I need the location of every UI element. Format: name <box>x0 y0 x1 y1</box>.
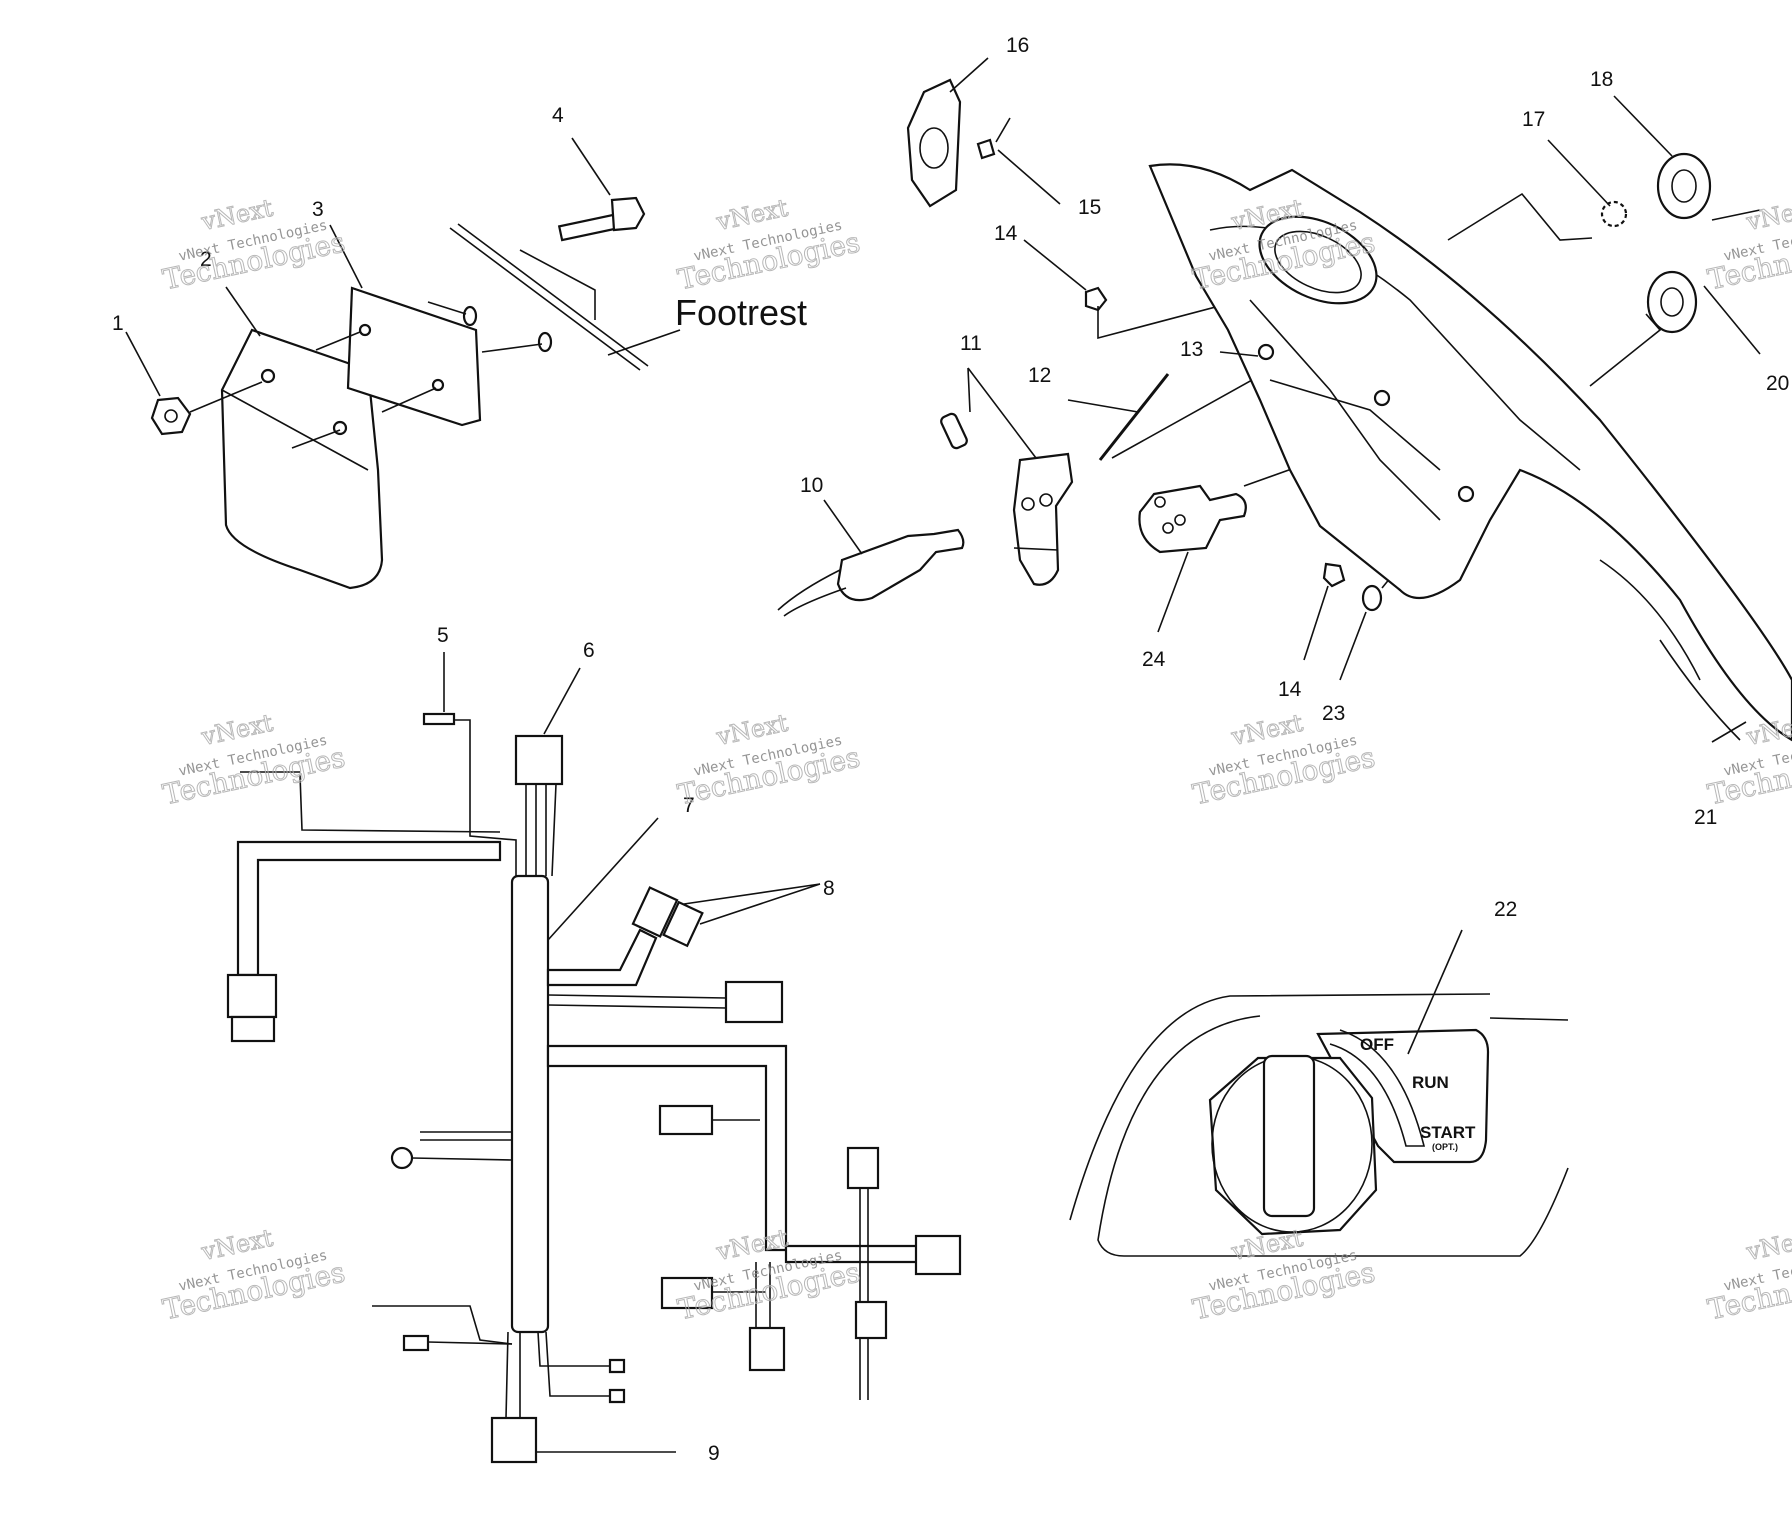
part-18-grommet <box>1656 152 1712 220</box>
callout-15: 15 <box>1078 196 1101 219</box>
callout-23: 23 <box>1322 702 1345 725</box>
callout-3: 3 <box>312 198 324 221</box>
watermark-10: vNext vNext Technologies Technologies <box>674 1223 863 1327</box>
part-9-connector <box>490 1416 538 1464</box>
callout-11: 11 <box>960 332 982 355</box>
key-switch-knob <box>1262 1054 1316 1218</box>
part-16-bracket <box>906 78 962 208</box>
callout-8: 8 <box>823 877 835 900</box>
watermark-7: vNext vNext Technologies Technologies <box>1189 708 1378 812</box>
wiring-harness-group: 5 6 7 8 9 <box>226 624 962 1465</box>
callout-14-top: 14 <box>994 222 1018 245</box>
callout-7: 7 <box>683 794 695 817</box>
part-20-grommet <box>1646 270 1698 334</box>
callout-12: 12 <box>1028 364 1051 387</box>
part-24-key-switch <box>1138 484 1247 554</box>
switch-off-label: OFF <box>1360 1035 1394 1054</box>
watermark-11: vNext vNext Technologies Technologies <box>1189 1223 1378 1327</box>
callout-1: 1 <box>112 312 124 335</box>
watermark-6: vNext vNext Technologies Technologies <box>674 708 863 812</box>
part-17-gear <box>1600 200 1628 228</box>
callout-24: 24 <box>1142 648 1166 671</box>
callout-16: 16 <box>1006 34 1029 57</box>
callout-20: 20 <box>1766 372 1789 395</box>
part-4-bolt <box>557 196 646 242</box>
watermark-4: vNext vNext Technologies Technologies <box>1704 193 1792 297</box>
footrest-label: Footrest <box>675 292 807 333</box>
callout-21: 21 <box>1694 806 1717 829</box>
part-7-harness-trunk <box>510 874 550 1334</box>
part-2-guard <box>220 328 384 590</box>
callout-18: 18 <box>1590 68 1613 91</box>
callout-2: 2 <box>200 248 212 271</box>
svg-text:vNext: vNext <box>1743 194 1792 237</box>
callout-4: 4 <box>552 104 564 127</box>
watermark-9: vNext vNext Technologies Technologies <box>159 1223 348 1327</box>
callout-14-bottom: 14 <box>1278 678 1302 701</box>
switch-run-label: RUN <box>1412 1073 1449 1092</box>
footrest-group: 1 2 3 4 Footrest <box>112 104 807 590</box>
part-5-terminal <box>422 712 456 726</box>
part-11-kill-switch <box>1012 452 1074 586</box>
ignition-switch-detail: OFF RUN START (OPT.) 22 <box>1069 898 1569 1257</box>
control-group: 10 11 12 13 14 14 15 16 17 18 20 21 23 2… <box>777 34 1792 829</box>
callout-17: 17 <box>1522 108 1545 131</box>
part-6-connector <box>514 734 564 786</box>
part-1-nut <box>150 396 192 436</box>
watermark-2: vNext vNext Technologies Technologies <box>674 193 863 297</box>
switch-opt-label: (OPT.) <box>1432 1142 1458 1152</box>
watermark-12: vNext vNext Technologies Technologies <box>1704 1223 1792 1327</box>
part-10-switch <box>836 528 965 602</box>
callout-13: 13 <box>1180 338 1203 361</box>
callout-5: 5 <box>437 624 449 647</box>
watermark-5: vNext vNext Technologies Technologies <box>159 708 348 812</box>
callout-6: 6 <box>583 639 595 662</box>
svg-text:vNext: vNext <box>1743 1224 1792 1267</box>
switch-start-label: START <box>1420 1123 1476 1142</box>
callout-10: 10 <box>800 474 823 497</box>
callout-22: 22 <box>1494 898 1517 921</box>
callout-9: 9 <box>708 1442 720 1465</box>
